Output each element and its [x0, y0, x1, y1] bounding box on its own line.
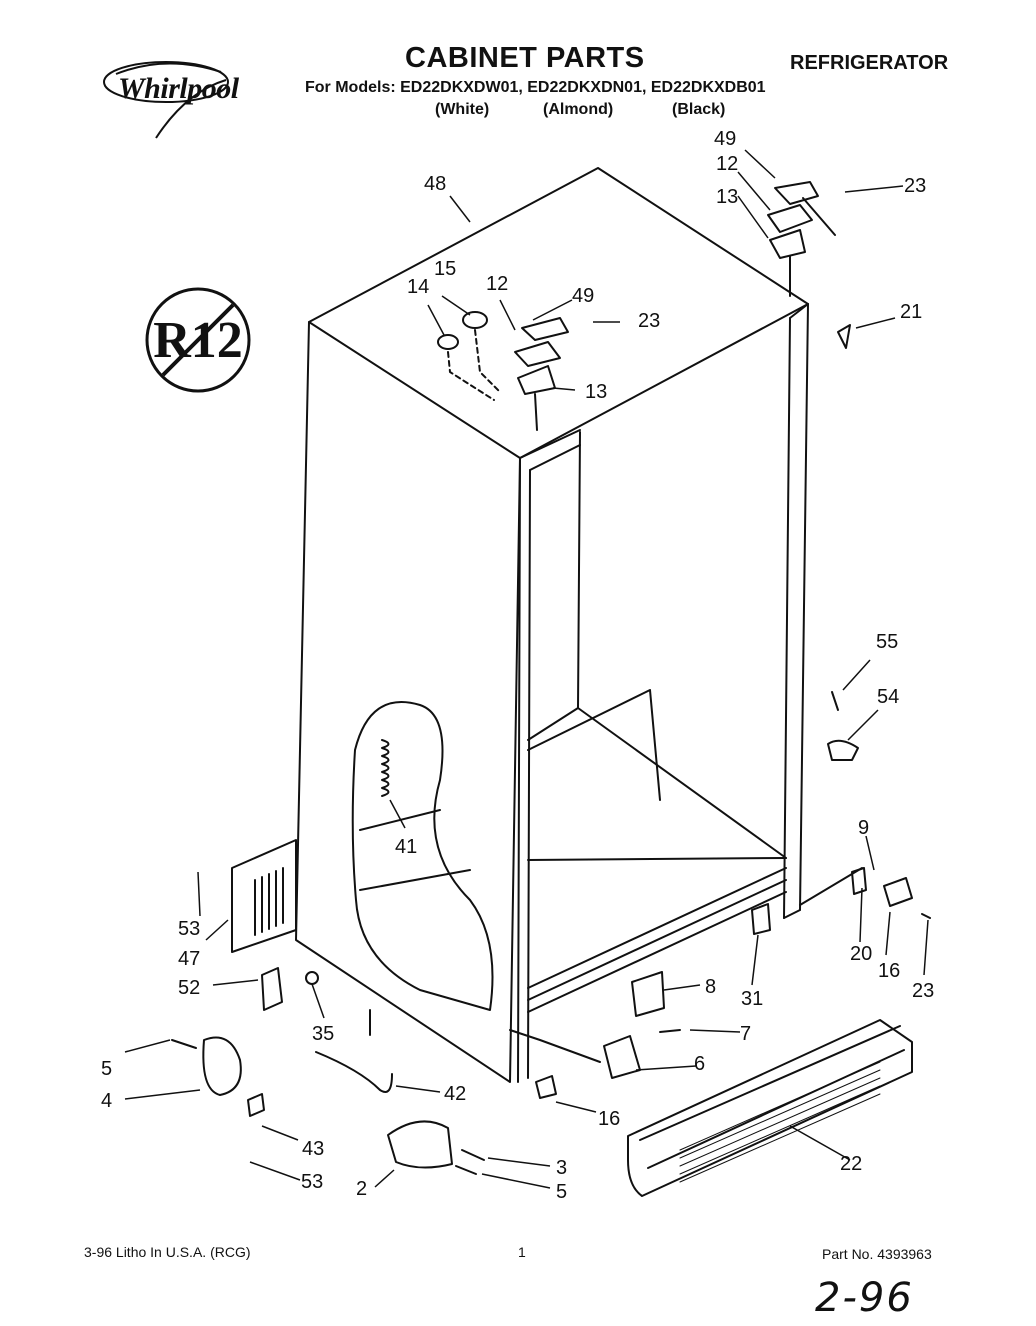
bracket-52	[261, 967, 283, 1011]
callout-23-right: 23	[912, 980, 934, 1002]
tube-42	[315, 1051, 393, 1093]
whirlpool-logo	[103, 61, 229, 139]
top-hinge-plate	[767, 204, 813, 233]
no-r12-badge-icon: R12	[145, 287, 251, 393]
clip-16	[535, 1075, 557, 1099]
variant-white: (White)	[435, 101, 490, 118]
side-cutaway	[351, 701, 494, 1011]
callout-48: 48	[424, 173, 446, 195]
callout-43: 43	[302, 1138, 324, 1160]
litho-note: 3-96 Litho In U.S.A. (RCG)	[84, 1244, 251, 1260]
callout-55: 55	[876, 631, 898, 653]
hinge-2	[387, 1120, 453, 1169]
callout-15: 15	[434, 258, 456, 280]
callout-49-mid: 49	[572, 285, 594, 307]
screw-55	[831, 691, 839, 711]
callout-21: 21	[900, 301, 922, 323]
callout-49-top: 49	[714, 128, 736, 150]
callout-41: 41	[395, 836, 417, 858]
callout-22: 22	[840, 1153, 862, 1175]
callout-23-mid: 23	[638, 310, 660, 332]
callout-35: 35	[312, 1023, 334, 1045]
callout-16-right: 16	[878, 960, 900, 982]
callout-53-upper: 53	[178, 918, 200, 940]
screws-3-5	[455, 1149, 485, 1175]
grommet-35	[305, 971, 319, 985]
bracket-31	[751, 903, 771, 935]
cabinet-top	[308, 167, 809, 459]
mid-hinge-cover	[521, 317, 569, 341]
brand-logo-text: Whirlpool	[118, 72, 239, 105]
variant-almond: (Almond)	[543, 101, 614, 118]
screw-23-right	[921, 913, 931, 919]
callout-14: 14	[407, 276, 429, 298]
callout-12-top: 12	[716, 153, 738, 175]
callout-47: 47	[178, 948, 200, 970]
rear-plate-47	[231, 839, 297, 953]
callout-7: 7	[740, 1023, 751, 1045]
hinge-6	[603, 1035, 641, 1079]
block-8	[631, 971, 665, 1017]
callout-13-top: 13	[716, 186, 738, 208]
hinge-16-right	[883, 877, 913, 907]
plug-15	[462, 311, 488, 329]
page-number: 1	[518, 1244, 526, 1260]
callout-5-left: 5	[101, 1058, 112, 1080]
mid-hinge-plate	[514, 341, 561, 367]
part-number: Part No. 4393963	[822, 1246, 932, 1262]
callout-13-mid: 13	[585, 381, 607, 403]
callout-4: 4	[101, 1090, 112, 1112]
top-hinge-bracket	[769, 229, 806, 259]
screw-5-left	[171, 1039, 197, 1049]
callout-6: 6	[694, 1053, 705, 1075]
callout-23-top: 23	[904, 175, 926, 197]
cabinet-side	[295, 321, 521, 1083]
cabinet-front-frame	[517, 303, 809, 1083]
bracket-21	[837, 324, 851, 349]
base-grille	[627, 1019, 913, 1197]
models-line: For Models: ED22DKXDW01, ED22DKXDN01, ED…	[305, 79, 766, 96]
callout-9: 9	[858, 817, 869, 839]
callout-2: 2	[356, 1178, 367, 1200]
plug-14	[437, 334, 459, 350]
callout-20: 20	[850, 943, 872, 965]
clip-43	[247, 1093, 265, 1117]
variant-black: (Black)	[672, 101, 726, 118]
page-title: CABINET PARTS	[405, 42, 645, 74]
coil-part	[381, 739, 390, 797]
callout-52: 52	[178, 977, 200, 999]
screw-7	[659, 1029, 681, 1033]
callout-31: 31	[741, 988, 763, 1010]
callout-3: 3	[556, 1157, 567, 1179]
callout-54: 54	[877, 686, 899, 708]
callout-5-bottom: 5	[556, 1181, 567, 1203]
callout-8: 8	[705, 976, 716, 998]
mid-hinge-bracket	[517, 365, 556, 395]
callout-16-bottom: 16	[598, 1108, 620, 1130]
roller-4	[202, 1036, 242, 1096]
category-label: REFRIGERATOR	[790, 52, 949, 74]
callout-53-lower: 53	[301, 1171, 323, 1193]
bracket-54	[827, 739, 859, 761]
handwritten-date: 2-96	[815, 1275, 914, 1321]
callout-42: 42	[444, 1083, 466, 1105]
top-hinge-cover	[774, 181, 819, 205]
callout-12-mid: 12	[486, 273, 508, 295]
